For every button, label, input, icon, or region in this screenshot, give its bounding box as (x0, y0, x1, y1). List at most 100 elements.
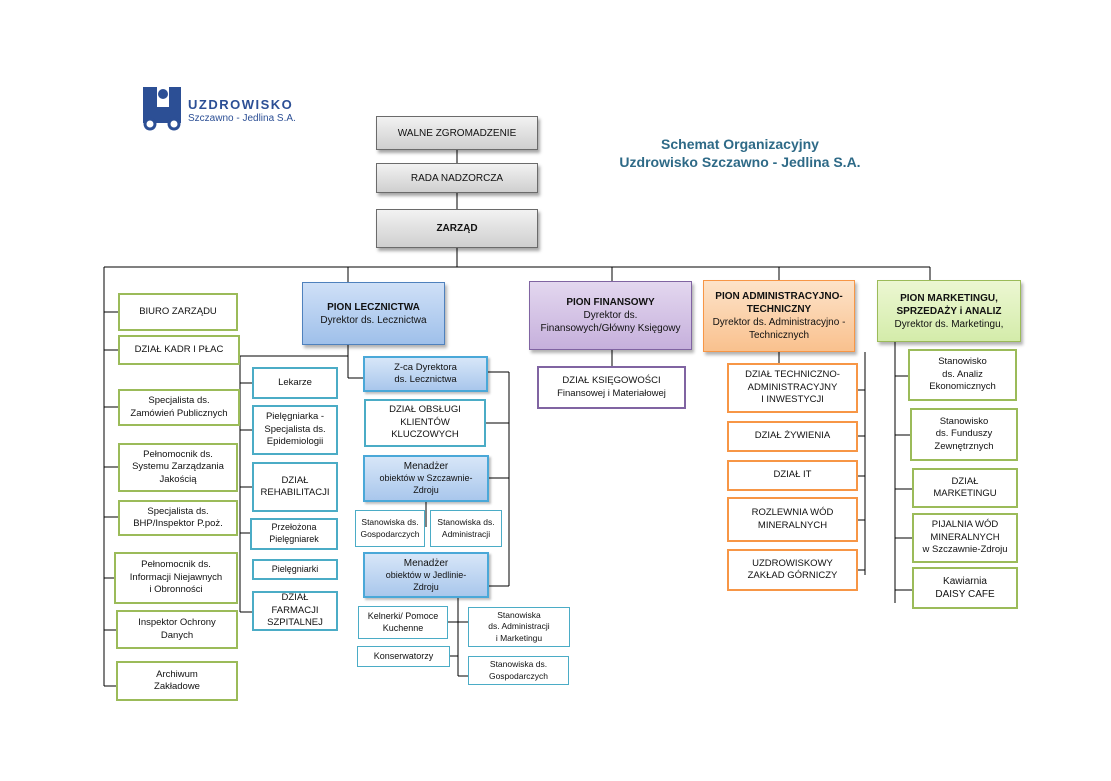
box-label: DZIAŁ IT (773, 469, 812, 481)
konserwatorzy-box: Konserwatorzy (357, 646, 450, 667)
box-label: Technicznych (748, 330, 810, 341)
company-logo: UZDROWISKO Szczawno - Jedlina S.A. (140, 84, 310, 132)
box-label: BIURO ZARZĄDU (139, 305, 217, 317)
box-label: Pełnomocnik ds. (143, 448, 213, 460)
page-title-line1: Schemat Organizacyjny (661, 136, 819, 152)
box-label: SPRZEDAŻY i ANALIZ (896, 305, 1002, 317)
box-label: MINERALNYCH (930, 531, 1000, 543)
box-label: PIJALNIA WÓD (931, 519, 999, 531)
zarzad-box: ZARZĄD (376, 209, 538, 248)
box-label: ds. Analiz (942, 368, 983, 380)
box-label: Gospodarczych (488, 670, 549, 681)
box-label: Ekonomicznych (929, 381, 996, 393)
box-label: PION LECZNICTWA (327, 301, 420, 313)
box-label: KLIENTÓW (400, 416, 450, 428)
box-label: Zdroju (413, 485, 439, 495)
box-label: Menadżer (403, 557, 449, 569)
box-label: Stanowiska ds. (437, 517, 495, 528)
stanowiska-administracji-box: Stanowiska ds.Administracji (430, 510, 502, 547)
box-label: Dyrektor ds. Marketingu, (894, 318, 1004, 330)
box-label: Stanowiska (497, 610, 541, 621)
box-label: DZIAŁ KADR I PŁAC (134, 343, 224, 355)
box-label: PION ADMINISTRACYJNO- (715, 291, 843, 302)
dzial-kadr-box: DZIAŁ KADR I PŁAC (118, 335, 240, 365)
box-label: Dyrektor ds. (583, 310, 638, 321)
box-label: DZIAŁ (951, 475, 979, 487)
box-label: Lekarze (278, 376, 312, 388)
box-label: Przełożona (271, 522, 317, 533)
box-label: ZARZĄD (436, 223, 478, 234)
box-label: ZAKŁAD GÓRNICZY (747, 570, 838, 581)
box-label: Specjalista ds. (264, 423, 326, 435)
box-label: WALNE ZGROMADZENIE (397, 127, 517, 139)
box-label: Jakością (159, 473, 197, 485)
box-label: DZIAŁ TECHNICZNO- (745, 369, 840, 381)
box-label: Pełnomocnik ds. (141, 559, 211, 571)
logo-brand: UZDROWISKO (188, 97, 294, 112)
box-label: obiektów w Jedlinie- (385, 569, 467, 580)
box-label: SZPITALNEJ (267, 617, 323, 629)
box-label: Systemu Zarządzania (132, 461, 224, 473)
box-label: Pielęgniarek (269, 534, 319, 544)
box-label: Z-ca Dyrektora (394, 361, 457, 373)
pion-marketingu-head: PION MARKETINGU, SPRZEDAŻY i ANALIZ Dyre… (877, 280, 1021, 342)
logo-mark-icon (143, 87, 181, 131)
box-label: Kawiarnia (943, 576, 987, 587)
box-label: Administracji (441, 528, 491, 539)
box-label: Gospodarczych (360, 528, 420, 539)
pion-finansowy-head: PION FINANSOWY Dyrektor ds. Finansowych/… (529, 281, 692, 350)
box-label: Stanowiska ds. (489, 659, 548, 670)
specjalista-bhp-box: Specjalista ds.BHP/Inspektor P.poż. (118, 500, 238, 536)
box-label: Zakładowe (154, 681, 200, 692)
box-label: Dyrektor ds. Lecznictwa (320, 314, 427, 326)
pielegniarki-box: Pielęgniarki (252, 559, 338, 580)
box-label: Danych (160, 629, 194, 641)
box-label: Konserwatorzy (373, 650, 434, 661)
box-label: Dyrektor ds. Administracyjno - (712, 317, 846, 328)
pion-administracyjno-techniczny-head: PION ADMINISTRACYJNO- TECHNICZNY Dyrekto… (703, 280, 855, 352)
box-label: ADMINISTRACYJNY (747, 381, 838, 393)
box-label: Epidemiologii (266, 436, 324, 448)
box-label: DAISY CAFE (935, 589, 995, 600)
box-label: I INWESTYCJI (761, 394, 824, 406)
pielegniarka-epidemiologii-box: Pielęgniarka -Specjalista ds.Epidemiolog… (252, 405, 338, 455)
box-label: DZIAŁ (281, 474, 309, 486)
logo-subtitle: Szczawno - Jedlina S.A. (188, 113, 296, 124)
box-label: Stanowiska ds. (361, 517, 419, 528)
box-label: Zamówień Publicznych (130, 407, 228, 419)
box-label: Kuchenne (382, 622, 424, 633)
dzial-zywienia-box: DZIAŁ ŻYWIENIA (727, 421, 858, 452)
page-title: Schemat Organizacyjny Uzdrowisko Szczawn… (560, 135, 920, 171)
box-label: Inspektor Ochrony (138, 617, 216, 629)
stanowiska-gospodarczych-jedlina-box: Stanowiska ds.Gospodarczych (468, 656, 569, 685)
stanowiska-gospodarczych-box: Stanowiska ds.Gospodarczych (355, 510, 425, 547)
box-label: Archiwum (156, 668, 198, 680)
box-label: UZDROWISKOWY (752, 557, 833, 569)
box-label: Finansowych/Główny Księgowy (540, 323, 681, 334)
box-label: obiektów w Szczawnie- (379, 473, 473, 484)
box-label: Pielęgniarka - (265, 411, 325, 423)
box-label: ds. Funduszy (935, 428, 993, 440)
box-label: PION FINANSOWY (566, 297, 655, 308)
lekarze-box: Lekarze (252, 367, 338, 399)
walne-zgromadzenie-box: WALNE ZGROMADZENIE (376, 116, 538, 150)
box-label: ROZLEWNIA WÓD (751, 507, 834, 519)
pion-lecznictwa-head: PION LECZNICTWA Dyrektor ds. Lecznictwa (302, 282, 445, 345)
box-label: Kelnerki/ Pomoce (367, 610, 439, 621)
